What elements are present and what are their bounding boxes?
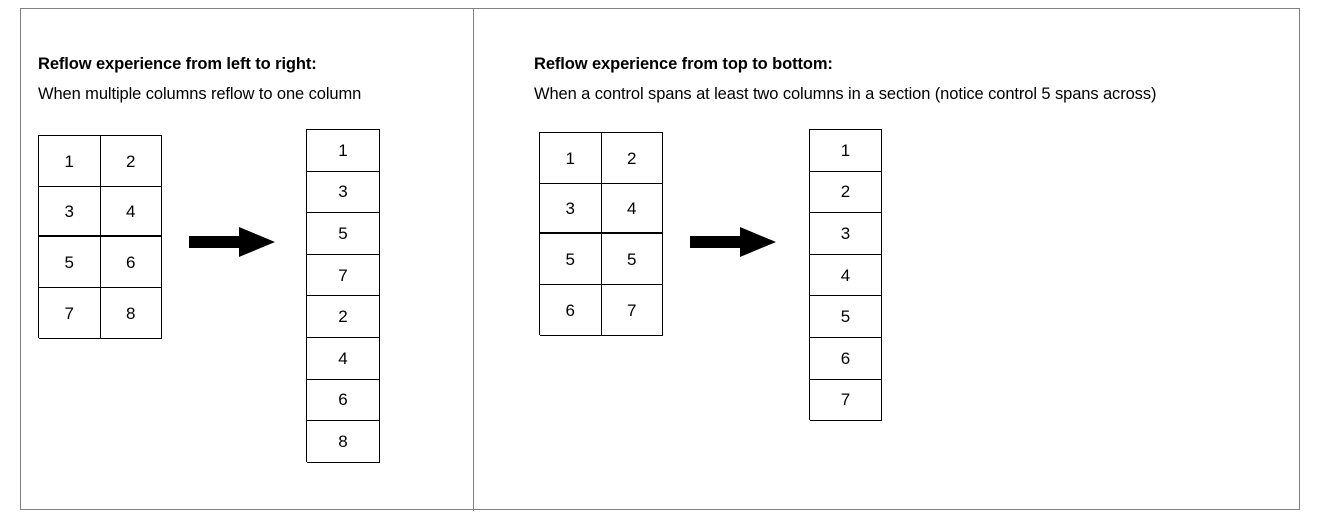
left-result-column: 1 3 5 7 2 4 6 8 xyxy=(306,129,380,463)
result-cell: 6 xyxy=(810,337,882,380)
grid-cell: 7 xyxy=(39,288,101,339)
grid-cell: 6 xyxy=(100,237,162,288)
grid-cell: 6 xyxy=(540,285,602,336)
panel-top-to-bottom: Reflow experience from top to bottom: Wh… xyxy=(474,9,1301,511)
diagram-frame: Reflow experience from left to right: Wh… xyxy=(20,8,1301,511)
right-result-column: 1 2 3 4 5 6 7 xyxy=(809,129,882,422)
result-cell: 7 xyxy=(307,254,380,297)
right-panel-heading: Reflow experience from top to bottom: xyxy=(534,55,833,73)
result-cell: 5 xyxy=(810,296,882,338)
panel-left-to-right: Reflow experience from left to right: Wh… xyxy=(21,9,473,511)
left-source-grid: 1 2 3 4 5 6 7 8 xyxy=(38,135,162,339)
result-cell: 8 xyxy=(307,421,380,463)
grid-cell: 3 xyxy=(540,184,602,234)
grid-cell: 2 xyxy=(601,133,663,184)
right-arrow-icon xyxy=(189,227,275,257)
grid-cell: 8 xyxy=(100,288,162,339)
grid-cell: 1 xyxy=(39,136,101,187)
result-cell: 1 xyxy=(307,130,380,172)
result-cell: 4 xyxy=(810,254,882,297)
grid-cell: 4 xyxy=(601,184,663,234)
left-panel-subheading: When multiple columns reflow to one colu… xyxy=(38,85,362,103)
right-source-grid: 1 2 3 4 5 5 6 7 xyxy=(539,132,663,336)
result-cell: 1 xyxy=(810,130,882,172)
result-cell: 2 xyxy=(307,296,380,338)
grid-cell: 4 xyxy=(100,187,162,237)
grid-cell-spanning: 5 xyxy=(601,234,663,285)
grid-cell: 2 xyxy=(100,136,162,187)
right-panel-subheading: When a control spans at least two column… xyxy=(534,85,1157,103)
grid-cell: 3 xyxy=(39,187,101,237)
result-cell: 6 xyxy=(307,379,380,422)
grid-cell: 7 xyxy=(601,285,663,336)
panel-divider xyxy=(473,9,474,511)
result-cell: 2 xyxy=(810,171,882,214)
result-cell: 3 xyxy=(307,171,380,214)
result-cell: 5 xyxy=(307,213,380,255)
result-cell: 7 xyxy=(810,379,882,422)
left-panel-heading: Reflow experience from left to right: xyxy=(38,55,317,73)
result-cell: 4 xyxy=(307,337,380,380)
right-arrow-icon xyxy=(690,227,776,257)
grid-cell-spanning: 5 xyxy=(540,234,602,285)
grid-cell: 1 xyxy=(540,133,602,184)
grid-cell: 5 xyxy=(39,237,101,288)
result-cell: 3 xyxy=(810,213,882,255)
